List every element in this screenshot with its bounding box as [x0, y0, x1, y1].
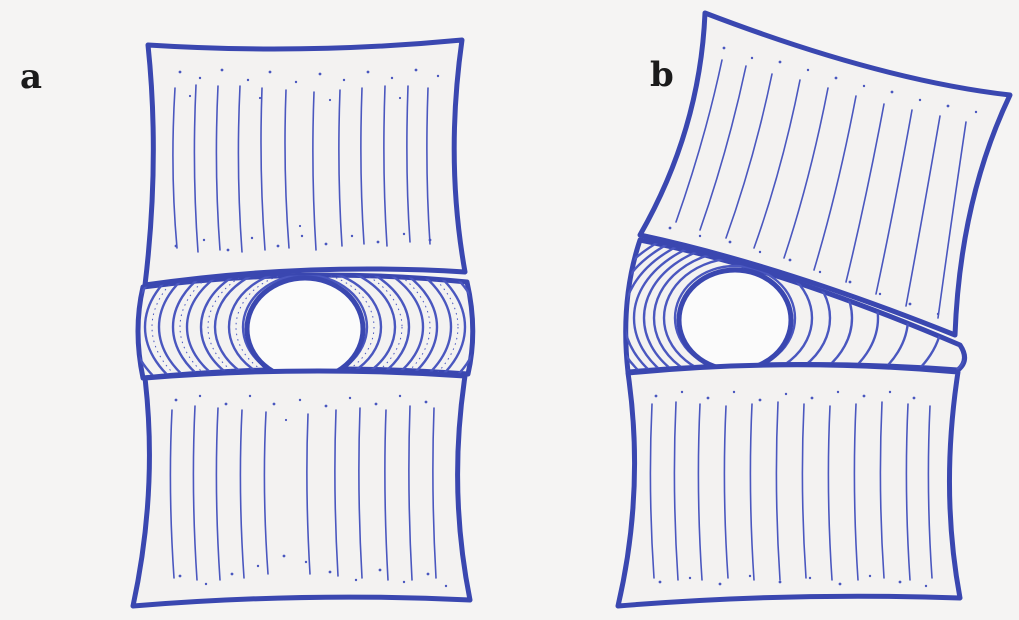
lower-vertebral-body-a	[133, 371, 470, 606]
lower-vertebral-body-b	[618, 365, 960, 606]
panel-a-label: a	[20, 60, 42, 94]
upper-vertebral-body-a	[145, 40, 465, 285]
nucleus-pulposus-b	[679, 270, 791, 370]
nucleus-pulposus-a	[247, 278, 363, 380]
panel-b-label: b	[650, 58, 674, 92]
panel-a	[131, 40, 479, 606]
panel-b	[604, 13, 1010, 606]
